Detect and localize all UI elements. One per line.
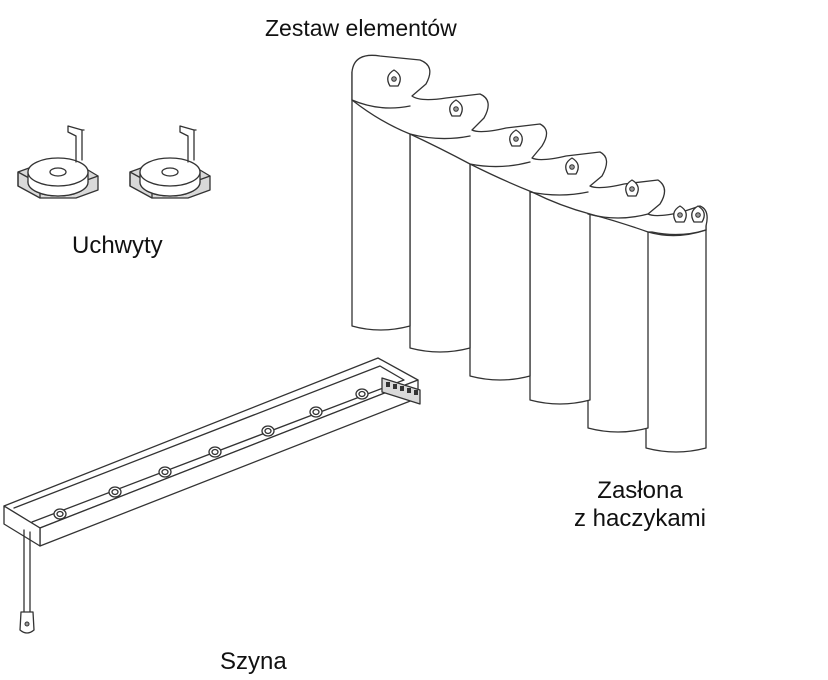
rail-label: Szyna (220, 648, 287, 675)
rail-ring (309, 406, 323, 418)
curtain-hook (673, 205, 687, 223)
curtain-hook (691, 205, 705, 223)
curtain-hook (387, 69, 401, 87)
curtain-hook (625, 179, 639, 197)
curtain-label: Zasłona z haczykami (560, 477, 720, 533)
rail-ring (53, 508, 67, 520)
curtain-label-line1: Zasłona (597, 477, 683, 504)
rail-ring (158, 466, 172, 478)
handle-bracket (129, 125, 211, 199)
handles-label: Uchwyty (72, 232, 163, 259)
handle-bracket (17, 125, 99, 199)
curtain-label-line2: z haczykami (573, 505, 707, 532)
diagram-title: Zestaw elementów (265, 15, 457, 41)
rail-ring (208, 446, 222, 458)
curtain-hook (509, 129, 523, 147)
rail-ring (261, 425, 275, 437)
pull-cord (19, 529, 35, 634)
rail-ring (355, 388, 369, 400)
rail-ring (108, 486, 122, 498)
curtain-hook (565, 157, 579, 175)
curtain-with-hooks (351, 54, 708, 453)
curtain-rail (3, 357, 421, 634)
curtain-hook (449, 99, 463, 117)
